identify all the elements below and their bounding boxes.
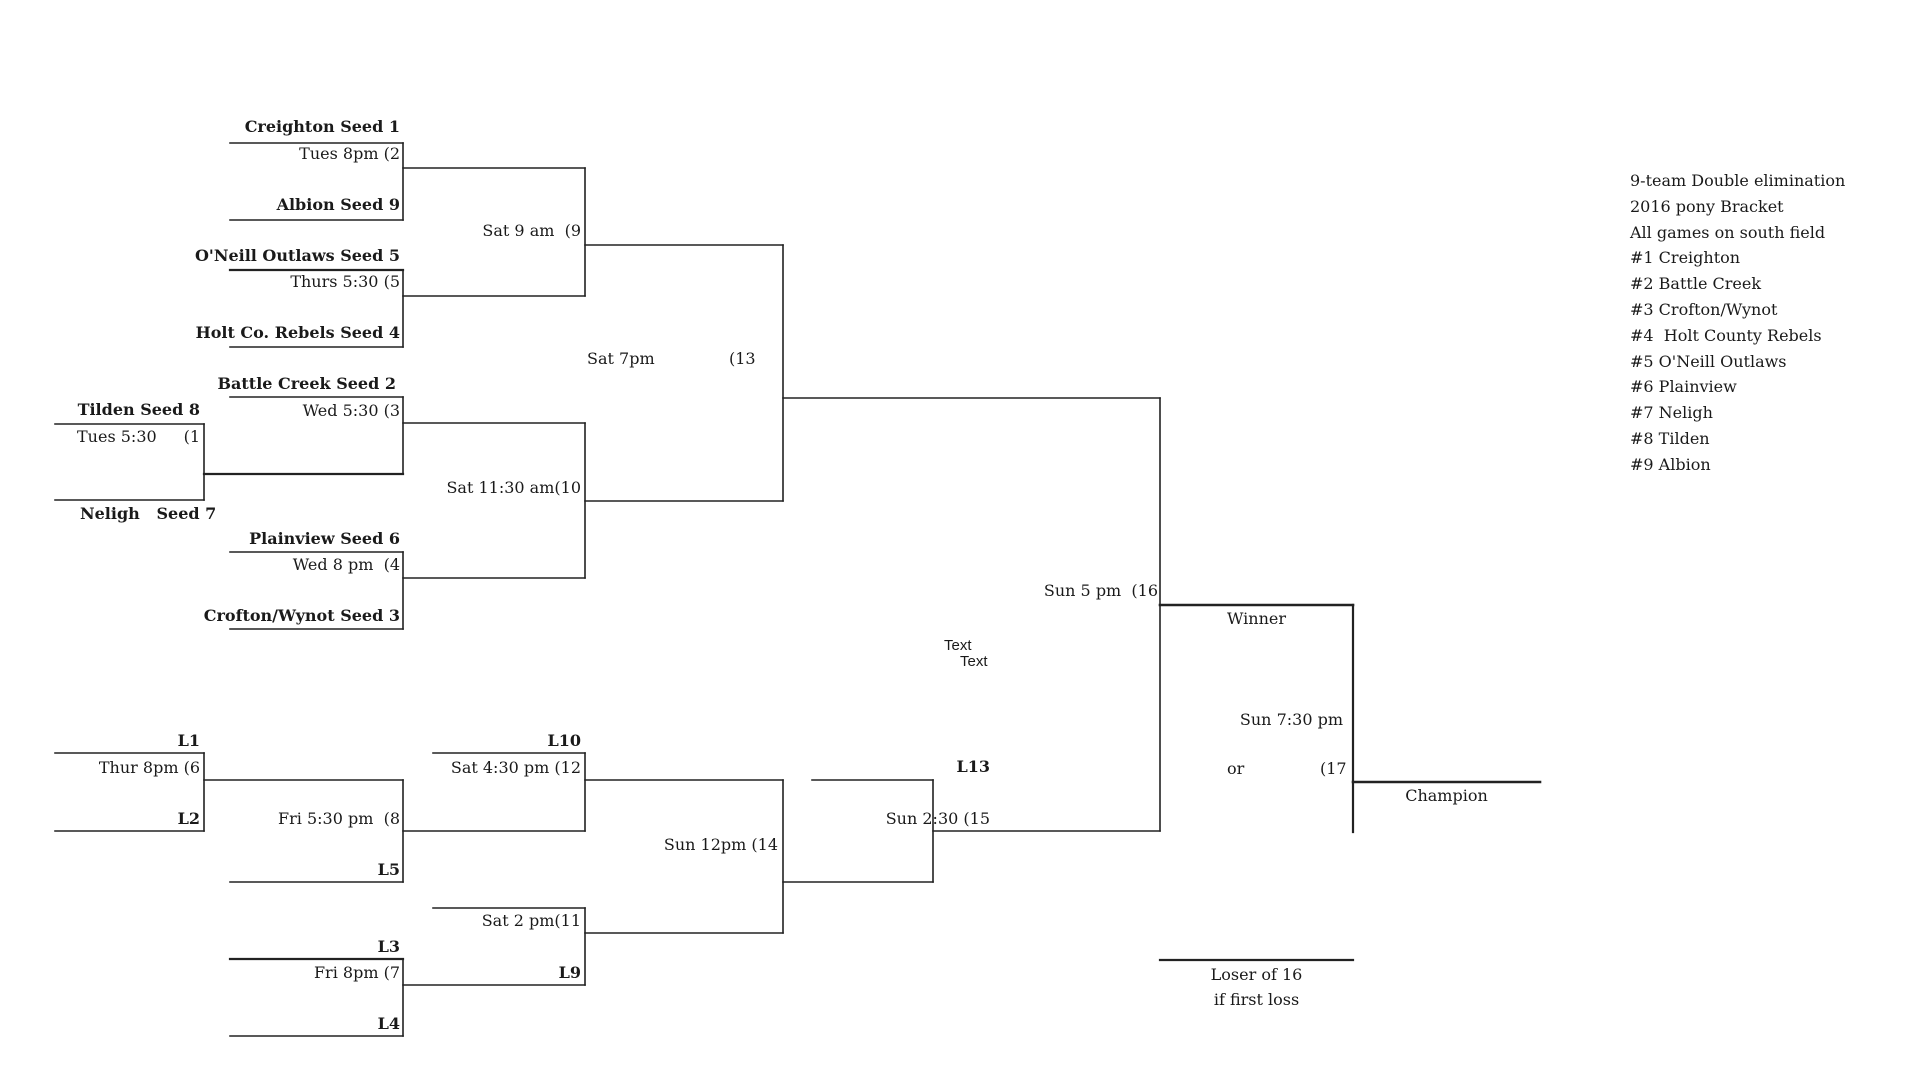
- game-17-time: Sun 7:30 pm: [1239, 710, 1343, 729]
- game-9-label: Sat 9 am (9: [482, 221, 581, 240]
- info-line: 9-team Double elimination: [1630, 171, 1846, 190]
- loser-l5: L5: [377, 860, 400, 879]
- champion-label: Champion: [1405, 786, 1488, 805]
- team-plainview: Plainview Seed 6: [249, 529, 400, 548]
- loser-l3: L3: [377, 937, 400, 956]
- game-13-number: (13: [729, 349, 756, 368]
- info-line: #7 Neligh: [1630, 403, 1713, 423]
- game-17-number: (17: [1320, 759, 1347, 778]
- info-line: #4 Holt County Rebels: [1630, 325, 1822, 345]
- game-8-label: Fri 5:30 pm (8: [278, 809, 400, 828]
- team-tilden: Tilden Seed 8: [77, 400, 200, 419]
- game-7-label: Fri 8pm (7: [313, 963, 400, 982]
- game-14-label: Sun 12pm (14: [663, 835, 778, 854]
- team-creighton: Creighton Seed 1: [244, 117, 400, 136]
- loser-l13: L13: [956, 757, 990, 776]
- game-12-label: Sat 4:30 pm (12: [450, 758, 581, 777]
- placeholder-text-2: Text: [960, 653, 988, 670]
- info-line: #2 Battle Creek: [1630, 274, 1762, 294]
- loser-l4: L4: [377, 1014, 400, 1033]
- team-crofton: Crofton/Wynot Seed 3: [203, 606, 400, 625]
- game-1-number: (1: [183, 427, 200, 446]
- tournament-info: 9-team Double elimination 2016 pony Brack…: [1630, 168, 1845, 478]
- game-1-time: Tues 5:30: [77, 427, 157, 446]
- game-10-label: Sat 11:30 am(10: [446, 478, 581, 497]
- info-line: 2016 pony Bracket: [1630, 196, 1784, 216]
- info-line: #9 Albion: [1630, 454, 1711, 474]
- placeholder-text-1: Text: [944, 637, 972, 654]
- loser-16-line1: Loser of 16: [1210, 965, 1303, 984]
- game-17-or: or: [1227, 759, 1245, 778]
- game-13-time: Sat 7pm: [587, 349, 655, 368]
- info-line: #8 Tilden: [1630, 428, 1710, 448]
- info-line: #5 O'Neill Outlaws: [1630, 351, 1787, 371]
- info-line: #6 Plainview: [1630, 377, 1737, 397]
- game-16-label: Sun 5 pm (16: [1043, 581, 1158, 600]
- game-5-label: Thurs 5:30 (5: [290, 272, 400, 291]
- game-11-label: Sat 2 pm(11: [481, 911, 581, 930]
- game-4-label: Wed 8 pm (4: [292, 555, 400, 574]
- loser-l10: L10: [547, 731, 581, 750]
- info-line: #3 Crofton/Wynot: [1630, 299, 1778, 319]
- loser-l9: L9: [558, 963, 581, 982]
- game-2-label: Tues 8pm (2: [299, 144, 400, 163]
- game-15-label: Sun 2:30 (15: [885, 809, 990, 828]
- winner-label: Winner: [1226, 609, 1286, 628]
- team-battle-creek: Battle Creek Seed 2: [217, 374, 396, 393]
- loser-l1: L1: [177, 731, 200, 750]
- info-line: #1 Creighton: [1630, 248, 1741, 268]
- team-holt: Holt Co. Rebels Seed 4: [195, 323, 400, 342]
- team-albion: Albion Seed 9: [276, 195, 400, 214]
- game-6-label: Thur 8pm (6: [98, 758, 200, 777]
- loser-16-line2: if first loss: [1213, 990, 1300, 1009]
- team-neligh: Neligh Seed 7: [80, 504, 217, 523]
- team-oneill: O'Neill Outlaws Seed 5: [194, 246, 400, 265]
- info-line: All games on south field: [1630, 222, 1826, 242]
- loser-l2: L2: [177, 809, 200, 828]
- game-3-label: Wed 5:30 (3: [302, 401, 400, 420]
